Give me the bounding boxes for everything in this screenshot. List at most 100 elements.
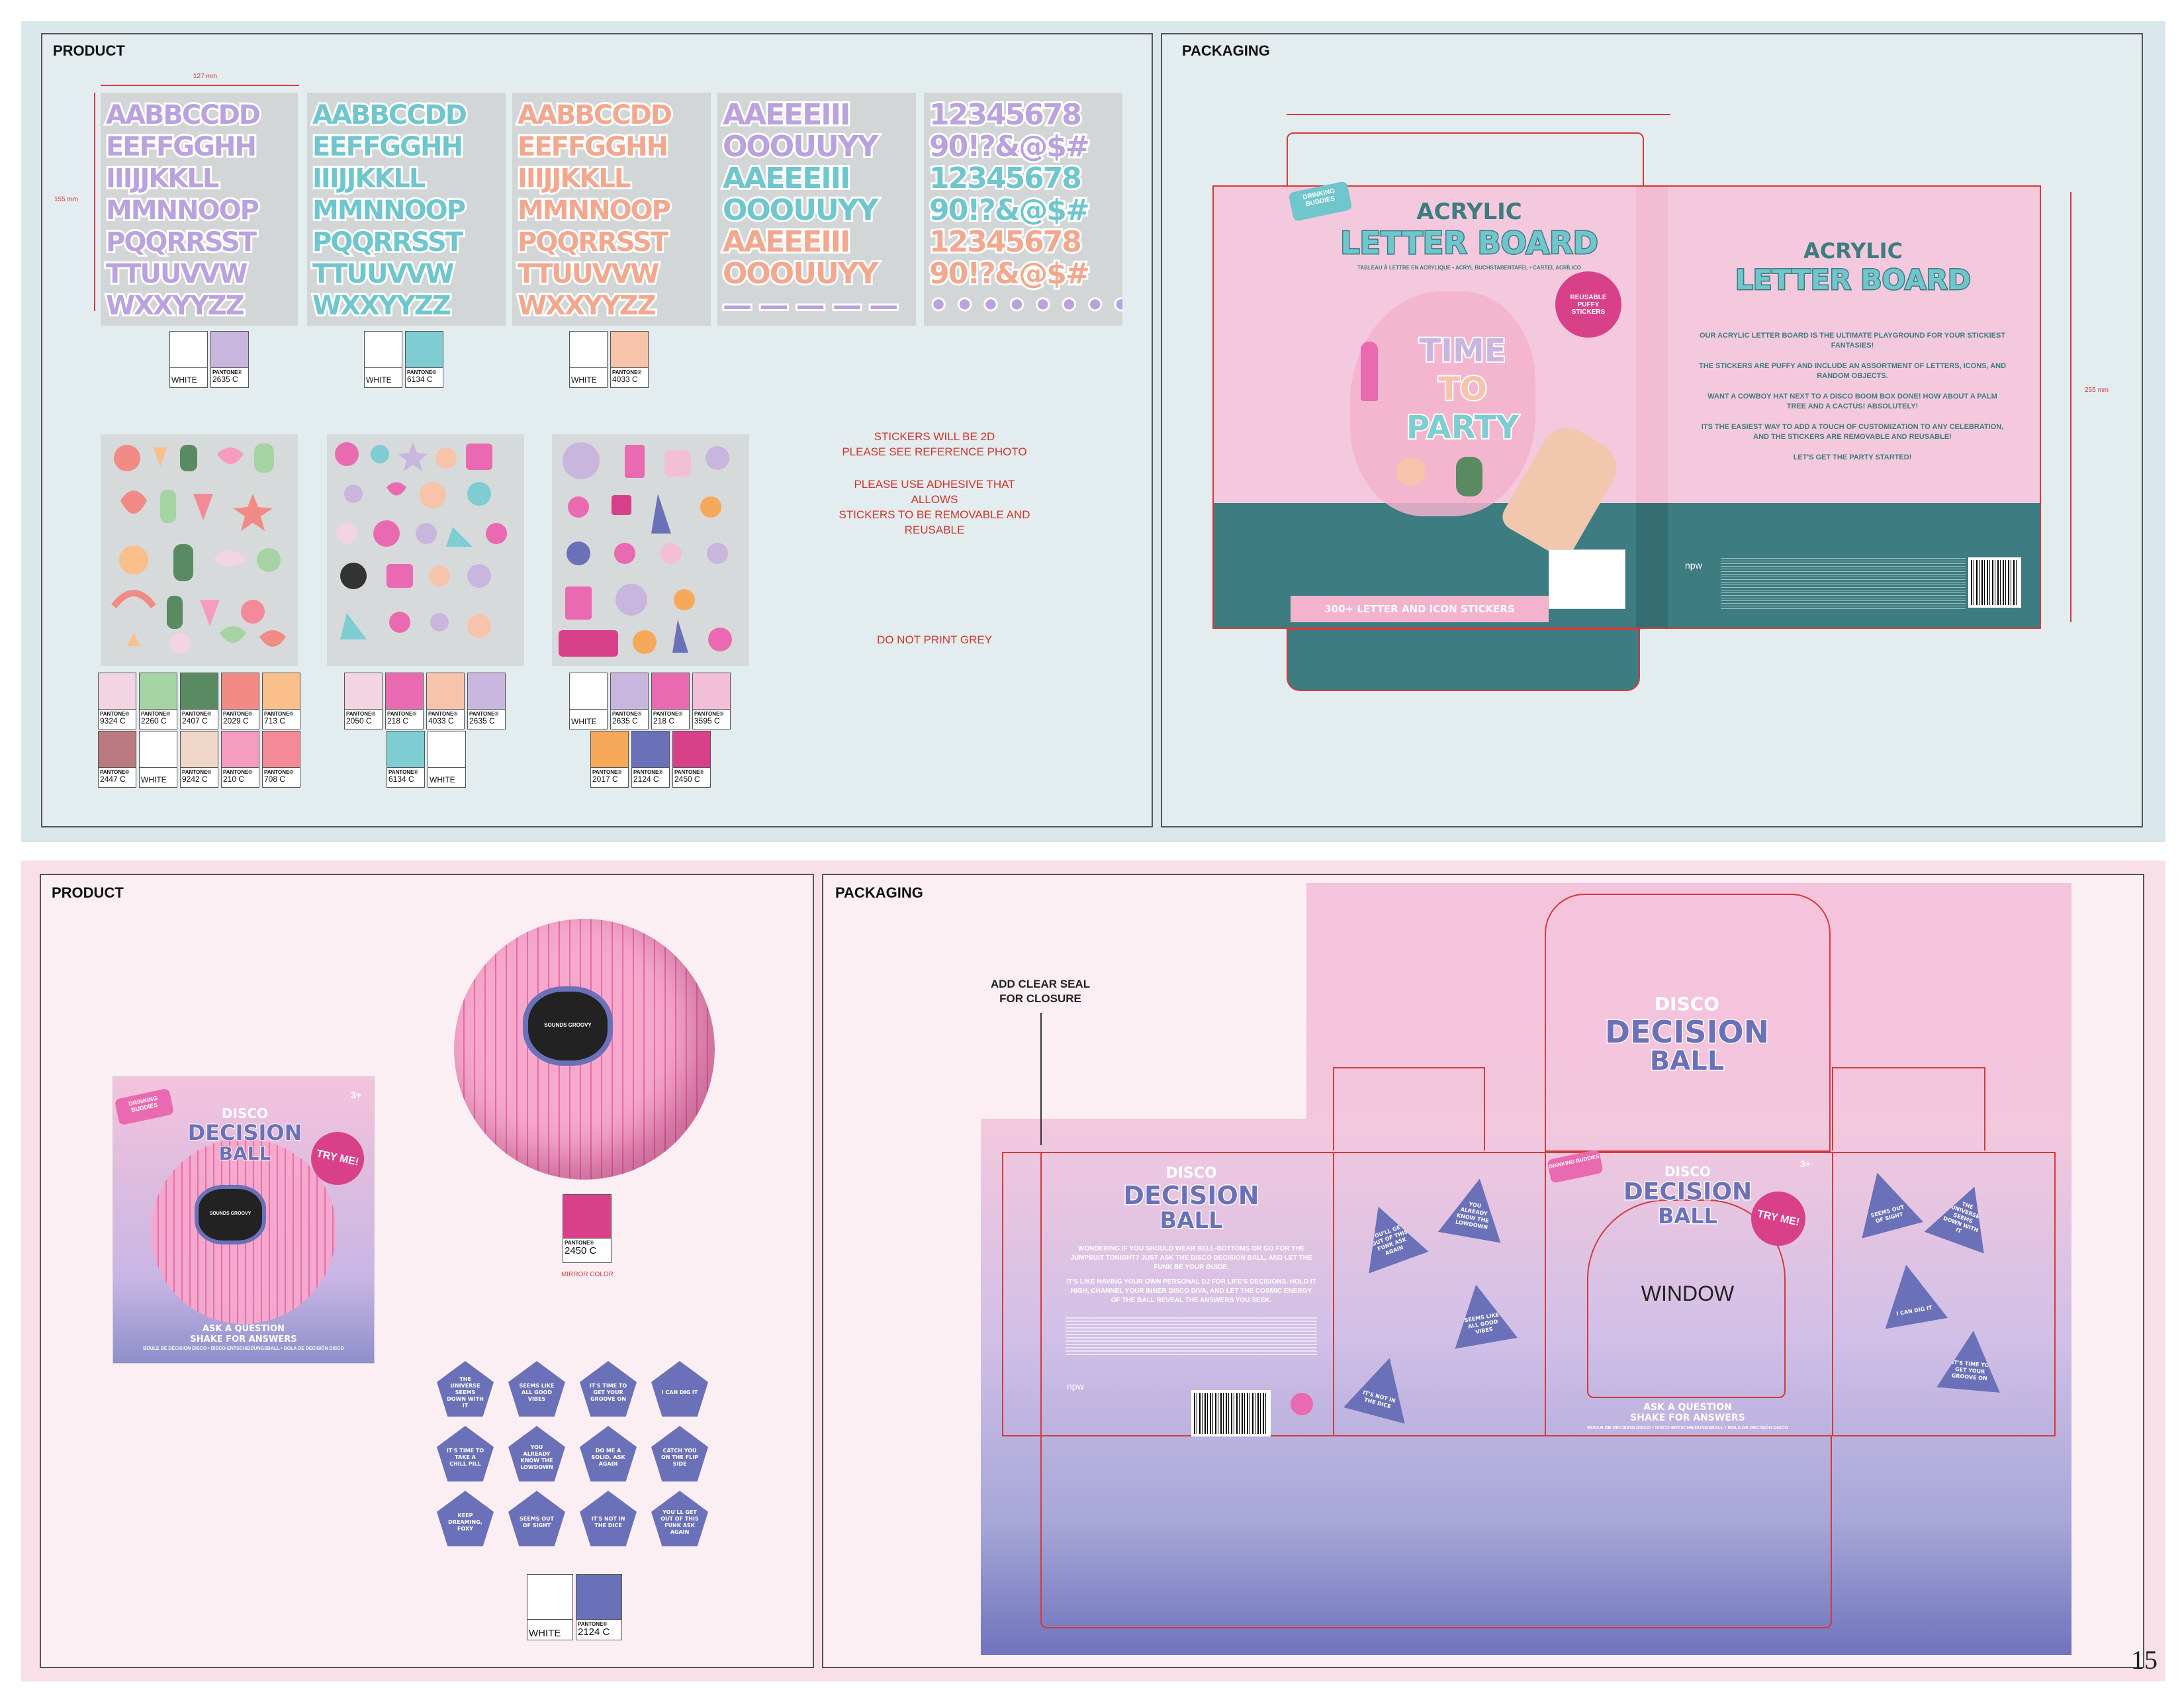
letter-row: TTUUVVW — [516, 257, 661, 291]
letter-row: — — — — — — [721, 288, 900, 324]
icon-swatch-label: PANTONE®6134 C — [388, 769, 418, 784]
icon-swatch-label: PANTONE®210 C — [223, 769, 253, 784]
icon-swatch-label: PANTONE®2017 C — [592, 769, 622, 784]
letter-swatch-chip — [365, 332, 402, 368]
icon-swatch-label: PANTONE®713 C — [264, 711, 294, 726]
disco-ball-hole — [523, 986, 613, 1066]
reusable-badge-text: REUSABLE PUFFY STICKERS — [1570, 293, 1607, 316]
lid-title-2: DECISION — [1604, 1013, 1770, 1051]
hand-icon — [708, 628, 732, 651]
flower-icon — [660, 543, 682, 564]
letter-row: WXXYYZZ — [310, 289, 453, 323]
mirror-swatch: PANTONE®2450 C — [563, 1194, 612, 1263]
hat-icon — [217, 447, 244, 464]
lid-title-1: DISCO — [1654, 993, 1720, 1015]
letter-swatch-chip — [170, 332, 207, 368]
box-icon — [664, 450, 691, 477]
letter-row: MMNNOOP — [104, 193, 261, 228]
note-no-grey: DO NOT PRINT GREY — [876, 633, 993, 646]
bolt-icon — [127, 633, 140, 646]
flower-icon — [241, 600, 265, 624]
icon-swatch-label: PANTONE®9242 C — [182, 769, 212, 784]
dim-height-right-label: 255 mm — [2085, 387, 2109, 394]
icon-swatch-chip — [140, 673, 177, 710]
dl-fold4 — [1832, 1152, 1833, 1436]
icon-swatch: PANTONE®210 C — [221, 731, 259, 788]
icon-swatch-chip — [181, 731, 218, 768]
disco-box-line3: BALL — [218, 1142, 272, 1165]
top-packaging-title: PACKAGING — [1182, 42, 1270, 59]
icon-swatch-label: PANTONE®218 C — [387, 711, 417, 726]
icon-swatch-chip — [99, 673, 136, 710]
letter-row: 12345678 — [927, 161, 1084, 197]
letter-row: OOOUUYY — [721, 129, 880, 165]
flower-icon — [336, 523, 357, 544]
mirror-caption: MIRROR COLOR — [561, 1271, 614, 1278]
icon-swatch-label: WHITE — [141, 775, 167, 784]
bottom-swatch-white: WHITE — [527, 1574, 573, 1640]
dl-fold2 — [1333, 1152, 1334, 1436]
dl-bottom-tabs — [1040, 1436, 1832, 1628]
icon-swatch-chip — [427, 673, 464, 710]
dim-width-label: 127 mm — [193, 73, 218, 80]
party-icons — [335, 442, 507, 639]
icon-swatch: PANTONE®2450 C — [672, 731, 711, 788]
disco-box-window-ball — [195, 1185, 266, 1244]
dl-main — [1002, 1152, 2056, 1436]
front-title-3: BALL — [1657, 1203, 1719, 1230]
icon-swatch-chip — [222, 731, 259, 768]
dieline-top-flap — [1287, 132, 1644, 188]
letter-row: OOOUUYY — [721, 256, 880, 292]
front-banner-text: 300+ LETTER AND ICON STICKERS — [1324, 603, 1515, 615]
bottom-product-title: PRODUCT — [52, 884, 124, 901]
cake-icon — [466, 444, 492, 470]
disco-box-caption1: ASK A QUESTION — [202, 1324, 285, 1334]
icon-sheet-western — [101, 434, 298, 666]
smiley-icon — [416, 523, 437, 544]
lava-lamp-icon — [672, 620, 688, 653]
letter-swatch-chip — [211, 332, 248, 368]
icon-swatch-label: PANTONE®2050 C — [346, 711, 376, 726]
gem-icon — [467, 482, 491, 506]
palm-icon — [446, 527, 473, 547]
back-p2: THE STICKERS ARE PUFFY AND INCLUDE AN AS… — [1698, 362, 2007, 380]
disco-ball-icon — [563, 442, 600, 479]
icon-swatch: WHITE — [428, 731, 466, 788]
front-caption-3: BOULE DE DÉCISION DISCO • DISCO-ENTSCHEI… — [1587, 1426, 1788, 1430]
front-caption-2: SHAKE FOR ANSWERS — [1630, 1413, 1745, 1423]
disco-box-caption2: SHAKE FOR ANSWERS — [190, 1335, 297, 1344]
icon-swatch: PANTONE®218 C — [651, 673, 690, 729]
letter-swatch-label: WHITE — [571, 375, 597, 385]
disco-box-line2: DECISION — [187, 1119, 303, 1146]
icon-swatch-label: PANTONE®9324 C — [100, 711, 130, 726]
cactus-icon — [257, 548, 281, 572]
letter-row: TTUUVVW — [310, 257, 456, 291]
icon-swatch-chip — [345, 673, 382, 710]
bottom-swatch-2124-chip — [576, 1575, 621, 1620]
seal-note: ADD CLEAR SEAL FOR CLOSURE — [990, 978, 1091, 1005]
icon-swatch-label: PANTONE®3595 C — [694, 711, 724, 726]
dl-fold3 — [1545, 1152, 1546, 1436]
letter-row: MMNNOOP — [516, 193, 673, 228]
letter-row: WXXYYZZ — [104, 289, 247, 323]
bottom-swatch-2124-pantone: PANTONE® — [578, 1621, 608, 1627]
back-fine-print — [1066, 1317, 1317, 1357]
peace-icon — [705, 446, 729, 470]
icon-swatch-chip — [263, 673, 300, 710]
icon-sheet-party — [327, 434, 524, 666]
letter-row: 90!?&@$# — [927, 193, 1092, 228]
letter-row: PQQRRSST — [516, 225, 670, 259]
icon-swatch: PANTONE®708 C — [262, 731, 300, 788]
icon-swatch-chip — [693, 673, 730, 710]
smiley-icon — [373, 520, 400, 547]
cactus-icon — [180, 445, 197, 471]
letter-swatch-chip — [406, 332, 443, 368]
boot-icon — [200, 600, 220, 626]
letter-swatch-chip — [611, 332, 648, 368]
note-2d: STICKERS WILL BE 2D PLEASE SEE REFERENCE… — [842, 430, 1027, 458]
letter-row: AABBCCDD — [104, 98, 263, 132]
sticker-sheet-thumb — [1549, 549, 1625, 609]
